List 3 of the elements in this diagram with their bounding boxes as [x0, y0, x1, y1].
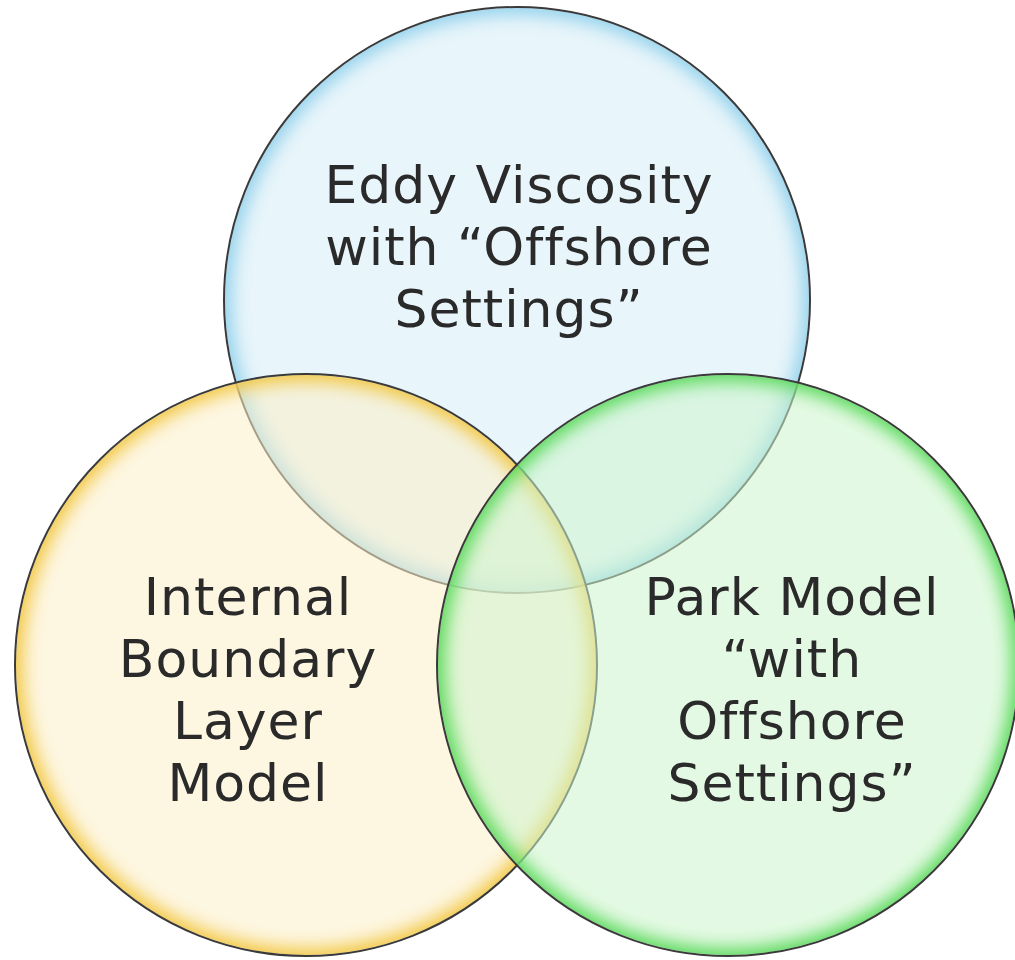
circle-label: Eddy Viscosity with “Offshore Settings”: [323, 154, 715, 340]
circle-label: Park Model “with Offshore Settings”: [643, 566, 941, 814]
circle-label: Internal Boundary Layer Model: [117, 566, 379, 814]
